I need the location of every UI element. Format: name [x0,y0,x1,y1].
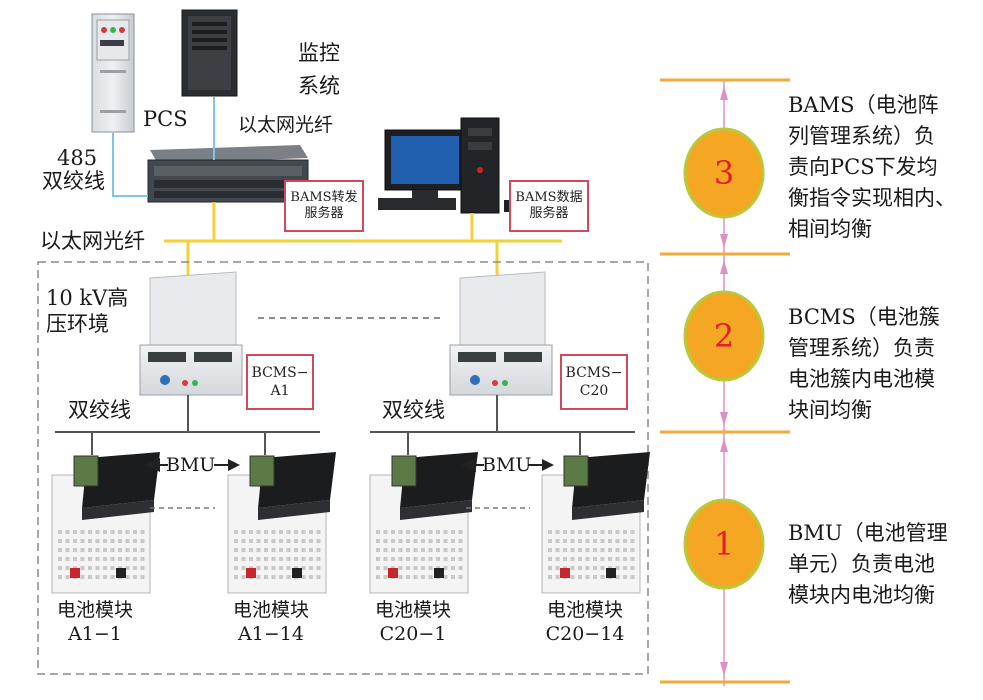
bcms-c20-label: BCMS− C20 [560,354,628,410]
module-c20-1-caption: 电池模块 C20−1 [374,599,451,645]
level-3-circle [683,127,765,219]
level-2-circle [683,290,765,382]
bmu-right-label: BMU [482,454,532,476]
bmu-arrow-left [145,458,240,472]
battery-modules [51,452,650,594]
pcs-label: PCS [143,107,188,131]
monitor-label-line1: 监控 [298,41,340,65]
level-2-description: BCMS（电池簇 管理系统）负责 电池簇内电池模 块间均衡 [788,305,940,422]
module-a1-14-caption: 电池模块 A1−14 [232,599,309,645]
bcms-a1-label: BCMS− A1 [246,354,314,410]
twisted-pair-right-label: 双绞线 [382,398,445,422]
module-c20-14-caption: 电池模块 C20−14 [545,599,625,645]
pcs-cabinet [91,13,135,133]
monitor-server [181,9,238,97]
monitor-link-label: 以太网光纤 [238,114,334,136]
module-c20-14 [541,452,650,594]
hv-zone-label-line1: 10 kV高 [46,286,129,310]
bams-data-pc [378,117,518,214]
level-3-description: BAMS（电池阵 列管理系统）负 责向PCS下发均 衡指令实现相内、 相间均衡 [788,93,956,241]
module-a1-1 [51,452,160,594]
level-1-circle [683,498,765,590]
twisted-pair-bus-right [370,395,635,455]
hv-zone-label-line2: 压环境 [46,312,109,336]
level-1-number: 1 [713,525,735,563]
rs485-cable [112,133,148,197]
ethernet-bus [164,202,562,278]
twisted-pair-bus-left [55,395,320,455]
bams-data-server-label: BAMS数据 服务器 [509,180,589,232]
ethernet-bus-label: 以太网光纤 [40,229,145,253]
module-a1-14 [227,452,336,594]
rs485-label-line2: 双绞线 [42,169,105,193]
bcms-c20-unit [449,271,553,396]
module-a1-1-caption: 电池模块 A1−1 [56,599,133,645]
level-1-description: BMU（电池管理 单元）负责电池 模块内电池均衡 [788,521,948,607]
bams-forward-rack [147,145,309,203]
bmu-arrow-right [461,458,554,472]
rs485-label-line1: 485 [57,146,98,170]
monitor-label-line2: 系统 [298,74,340,98]
module-c20-1 [369,452,478,594]
hv-zone-border [37,261,649,675]
level-2-number: 2 [713,317,735,355]
bcms-a1-unit [139,271,243,396]
twisted-pair-left-label: 双绞线 [68,398,131,422]
level-3-number: 3 [713,154,735,192]
bams-forward-server-label: BAMS转发 服务器 [284,180,364,232]
bmu-left-label: BMU [166,454,216,476]
